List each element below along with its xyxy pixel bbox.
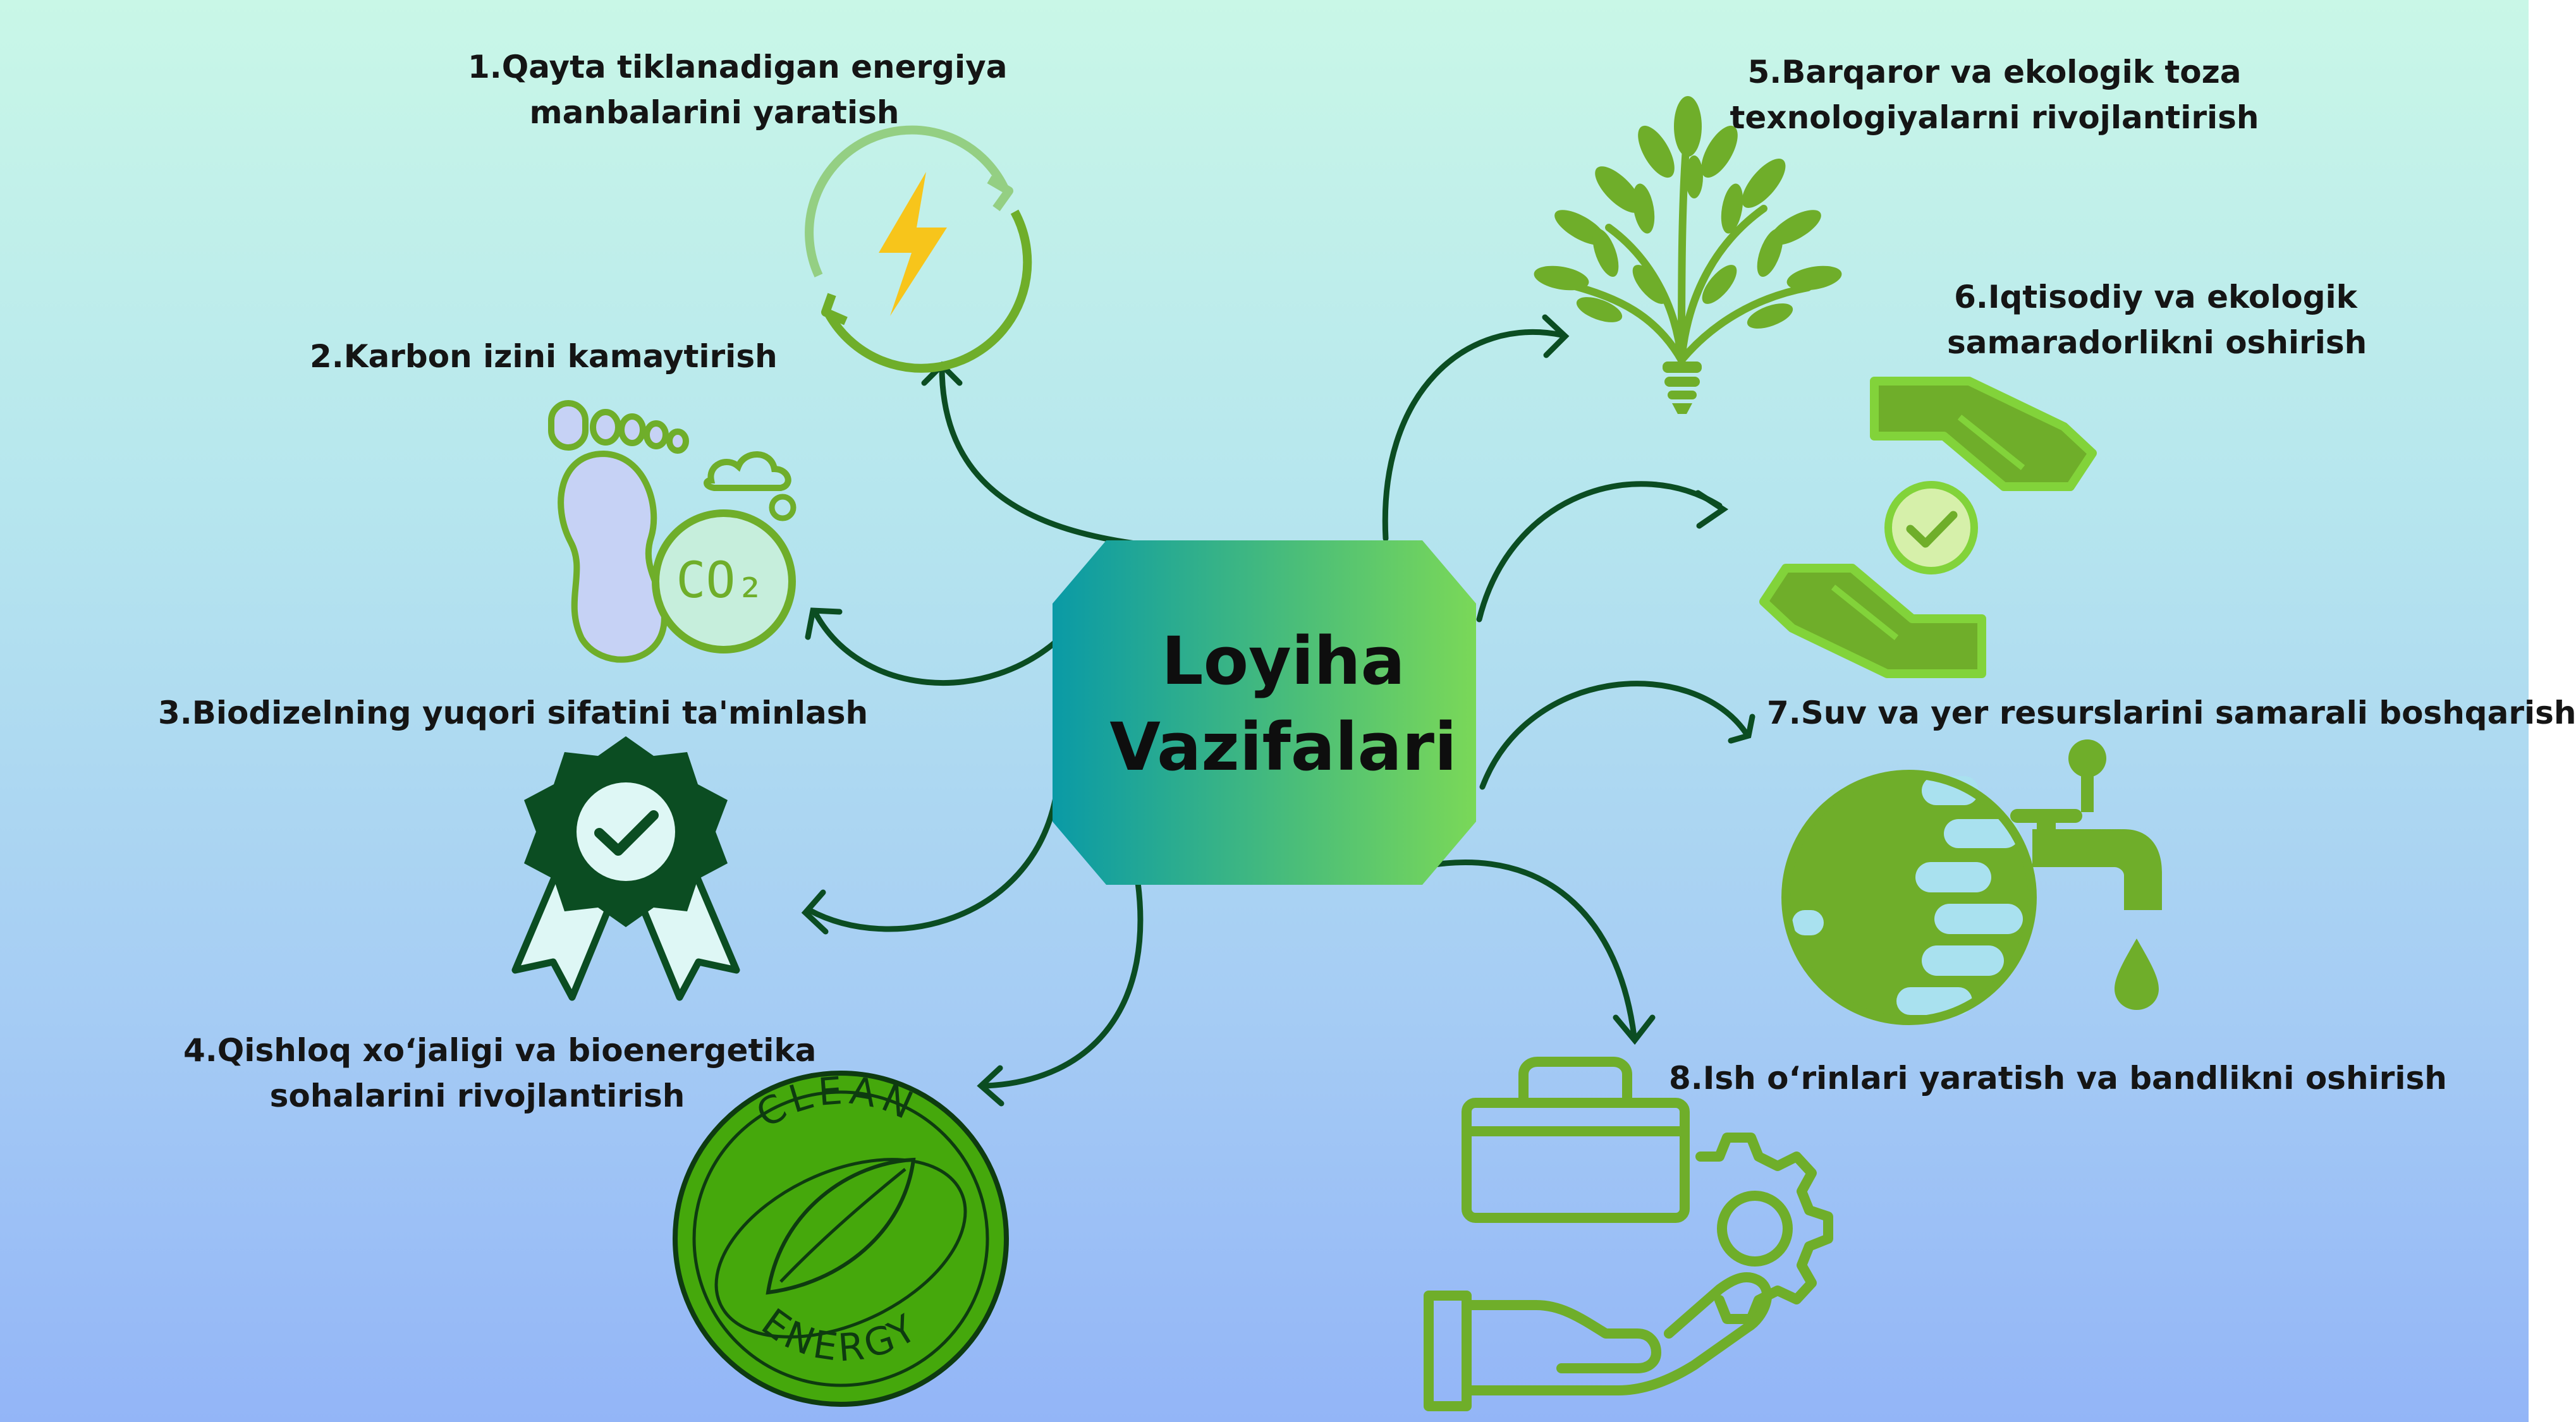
arrowhead-task-8 <box>1613 1014 1656 1045</box>
earth-water-tap-icon <box>1781 739 2162 1025</box>
arrow-task-8 <box>1395 860 1637 1040</box>
task-6-line-1: 6.Iqtisodiy va ekologik <box>1954 279 2357 315</box>
center-title-line-2: Vazifalari <box>1109 708 1457 786</box>
footprint-co2-icon: CO₂ <box>548 400 797 663</box>
arrowhead-task-6 <box>1695 490 1729 529</box>
recycle-lightning-icon <box>805 125 1032 373</box>
task-1-label: 1.Qayta tiklanadigan energiya manbalarin… <box>468 44 1008 135</box>
task-7-line-1: 7.Suv va yer resurslarini samarali boshq… <box>1767 695 2576 731</box>
center-title-line-1: Loyiha <box>1161 623 1405 700</box>
task-5-line-1: 5.Barqaror va ekologik toza <box>1747 54 2242 90</box>
task-4-line-2: sohalarini rivojlantirish <box>269 1078 685 1114</box>
task-7-label: 7.Suv va yer resurslarini samarali boshq… <box>1767 690 2576 736</box>
task-3-label: 3.Biodizelning yuqori sifatini ta'minlas… <box>158 690 868 736</box>
center-node <box>1053 540 1476 885</box>
task-6-label: 6.Iqtisodiy va ekologik samaradorlikni o… <box>1947 274 2367 365</box>
co2-label: CO₂ <box>676 552 766 609</box>
arrowhead-task-2 <box>805 607 843 640</box>
handshake-check-icon <box>1759 377 2097 678</box>
center-title: Loyiha Vazifalari <box>1056 618 1511 790</box>
arrow-task-6 <box>1476 481 1723 623</box>
task-6-line-2: samaradorlikni oshirish <box>1947 324 2367 361</box>
task-1-line-2: manbalarini yaratish <box>529 94 900 131</box>
arrowhead-task-7 <box>1728 714 1755 744</box>
arrow-task-1 <box>939 363 1147 548</box>
briefcase-gear-hand-icon <box>1424 1057 1833 1411</box>
task-8-label: 8.Ish o‘rinlari yaratish va bandlikni os… <box>1669 1055 2447 1101</box>
task-4-label: 4.Qishloq xo‘jaligi va bioenergetika soh… <box>183 1028 817 1119</box>
task-2-line-1: 2.Karbon izini kamaytirish <box>310 338 778 375</box>
task-2-label: 2.Karbon izini kamaytirish <box>310 334 778 379</box>
arrow-task-2 <box>812 610 1066 686</box>
arrow-task-4 <box>983 870 1144 1089</box>
arrow-task-3 <box>806 794 1059 932</box>
quality-badge-icon <box>511 736 740 1001</box>
clean-energy-leaf-icon: CLEAN ENERGY <box>673 1069 1009 1407</box>
arrowhead-task-4 <box>977 1065 1004 1107</box>
arrowhead-task-5 <box>1542 314 1570 358</box>
task-3-line-1: 3.Biodizelning yuqori sifatini ta'minlas… <box>158 695 869 731</box>
task-5-line-2: texnologiyalarni rivojlantirish <box>1730 99 2259 136</box>
tree-lightbulb-icon <box>1534 96 1842 414</box>
task-8-line-1: 8.Ish o‘rinlari yaratish va bandlikni os… <box>1669 1060 2447 1097</box>
arrow-task-7 <box>1479 681 1749 790</box>
arrowhead-task-3 <box>801 889 829 935</box>
arrow-task-5 <box>1382 329 1565 542</box>
task-4-line-1: 4.Qishloq xo‘jaligi va bioenergetika <box>183 1032 817 1069</box>
task-5-label: 5.Barqaror va ekologik toza texnologiyal… <box>1713 49 2276 140</box>
task-1-line-1: 1.Qayta tiklanadigan energiya <box>468 49 1008 85</box>
